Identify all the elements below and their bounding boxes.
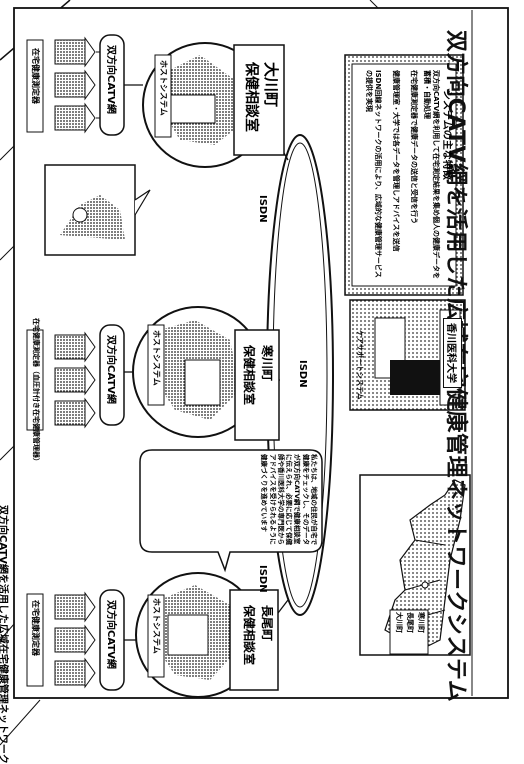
- nagao-office-name: 保健相談室: [242, 605, 256, 666]
- university-label: 香川医科大学: [443, 318, 462, 388]
- catv-label-top: 双方向CATV網: [105, 45, 116, 114]
- feature-item: 在宅健康測定器で健康データの送信と受信を行う: [410, 70, 418, 224]
- nagao-system-box: [147, 594, 165, 678]
- isdn-label-top: ISDN: [257, 195, 268, 223]
- okawa-town-name: 大川町: [262, 62, 280, 108]
- sangawa-town-name: 寒川町: [260, 345, 274, 382]
- speech-bubble: [139, 449, 323, 573]
- catv-box-middle: [99, 324, 125, 426]
- feature-item: 健康管理室・大学では各データを管理しアドバイスを送信: [392, 70, 400, 252]
- map-coastline: [384, 479, 466, 651]
- okawa-label-box: [233, 44, 285, 156]
- isdn-label-middle: ISDN: [297, 360, 308, 388]
- feature-item: ISDN回線ネットワークの活用により、広域的な健康管理サービスの提供を実現: [365, 70, 382, 278]
- catv-label-middle: 双方向CATV網: [105, 335, 116, 404]
- nagao-label-box: [229, 589, 279, 691]
- map-label-sangawa: 寒川町: [417, 612, 425, 633]
- sangawa-label-box: [234, 329, 280, 441]
- feature-item: 双方向CATV網を利用して在宅測定結果を集め個人の健康データを蓄積・自動処理: [423, 70, 440, 279]
- nagao-system-label: ホストシステム: [152, 598, 161, 654]
- house-group-middle: [54, 331, 96, 429]
- sangawa-system-box: [147, 324, 165, 406]
- sangawa-office-name: 保健相談室: [242, 345, 256, 406]
- figure-caption: 双方向CATV網を活用した広域在宅健康管理ネットワーク: [0, 505, 8, 764]
- catv-label-bottom: 双方向CATV網: [105, 600, 116, 669]
- map-label-nagao: 長尾町: [406, 612, 414, 633]
- university-system-label: ケアサポートシステム: [356, 330, 364, 400]
- home-label-top: 在宅健康測定器: [31, 48, 40, 104]
- house-group-top: [54, 36, 96, 134]
- features-heading: システムの主な特徴: [441, 90, 452, 180]
- home-note: 在宅健康測定器（血圧計付き在宅健康管理器）: [32, 318, 40, 465]
- home-label-bottom: 在宅健康測定器: [31, 600, 40, 656]
- sangawa-system-label: ホストシステム: [152, 330, 161, 386]
- okawa-office-name: 保健相談室: [243, 62, 259, 132]
- okawa-system-box: [154, 54, 172, 138]
- house-group-bottom: [54, 591, 96, 689]
- nagao-town-name: 長尾町: [260, 605, 274, 642]
- map-label-okawa: 大川町: [395, 612, 403, 633]
- okawa-system-label: ホストシステム: [159, 60, 168, 116]
- isdn-label-bottom: ISDN: [257, 565, 268, 593]
- speech-text: 私たちは、地域の住民が自宅で健康をチェックし、そのデータが双方向CATV網で健康…: [260, 454, 318, 546]
